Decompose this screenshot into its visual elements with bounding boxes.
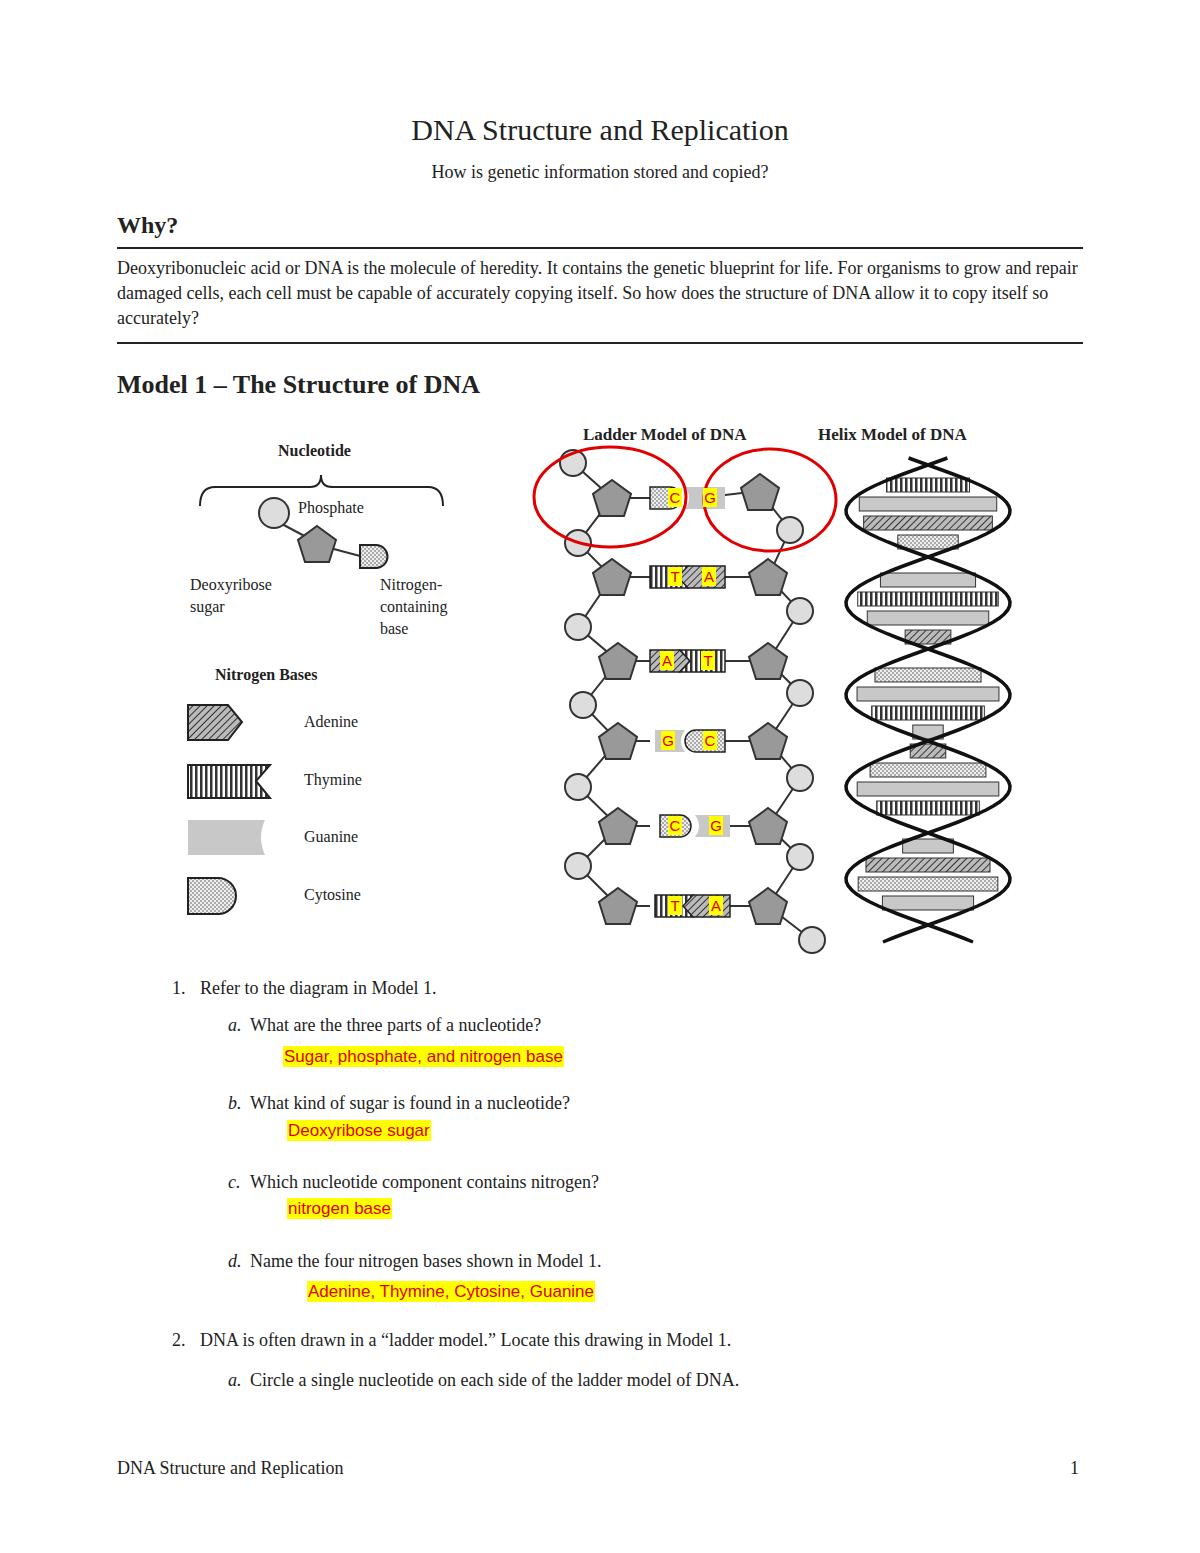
base-letter: C (703, 731, 717, 750)
question-letter: b. (228, 1093, 242, 1114)
question-letter: a. (228, 1015, 242, 1036)
question-text: Name the four nitrogen bases shown in Mo… (250, 1251, 601, 1272)
question-number: 1. (172, 978, 186, 999)
legend-text: Cytosine (304, 884, 361, 906)
answer-text: Sugar, phosphate, and nitrogen base (283, 1046, 564, 1067)
base-letter: A (660, 651, 674, 670)
subtitle: How is genetic information stored and co… (0, 162, 1200, 183)
section-heading: Why? (117, 212, 178, 239)
legend-text: Guanine (304, 826, 358, 848)
legend-text: Thymine (304, 769, 362, 791)
base-letter: A (702, 567, 716, 586)
part-label: Nucleotide (278, 442, 351, 460)
question-letter: d. (228, 1251, 242, 1272)
question-text: DNA is often drawn in a “ladder model.” … (200, 1330, 731, 1351)
question-text: What kind of sugar is found in a nucleot… (250, 1093, 570, 1114)
question-text: Which nucleotide component contains nitr… (250, 1172, 599, 1193)
question-letter: c. (228, 1172, 241, 1193)
page-title: DNA Structure and Replication (0, 113, 1200, 147)
part-label: Deoxyribose sugar (190, 574, 290, 618)
base-letter: C (668, 816, 682, 835)
figure-label: Ladder Model of DNA (583, 425, 747, 445)
legend-text: Adenine (304, 711, 358, 733)
question-number: 2. (172, 1330, 186, 1351)
answer-text: Deoxyribose sugar (287, 1120, 431, 1141)
legend-heading: Nitrogen Bases (215, 666, 317, 684)
base-letter: G (709, 816, 723, 835)
figure-label: Helix Model of DNA (818, 425, 967, 445)
base-letter: G (661, 731, 675, 750)
base-letter: T (701, 651, 715, 670)
question-letter: a. (228, 1370, 242, 1391)
question-text: Refer to the diagram in Model 1. (200, 978, 436, 999)
answer-text: Adenine, Thymine, Cytosine, Guanine (307, 1281, 595, 1302)
part-label: Nitrogen-containing base (380, 574, 468, 640)
model-heading: Model 1 – The Structure of DNA (117, 370, 480, 400)
question-text: What are the three parts of a nucleotide… (250, 1015, 541, 1036)
base-letter: G (703, 488, 717, 507)
question-text: Circle a single nucleotide on each side … (250, 1370, 739, 1391)
footer-text: DNA Structure and Replication (117, 1458, 343, 1479)
part-label: Phosphate (298, 497, 364, 519)
answer-text: nitrogen base (287, 1198, 392, 1219)
intro-paragraph: Deoxyribonucleic acid or DNA is the mole… (117, 256, 1083, 331)
base-letter: T (668, 896, 682, 915)
base-letter: T (668, 567, 682, 586)
base-letter: C (668, 488, 682, 507)
page-number: 1 (1070, 1458, 1079, 1479)
base-letter: A (709, 896, 723, 915)
